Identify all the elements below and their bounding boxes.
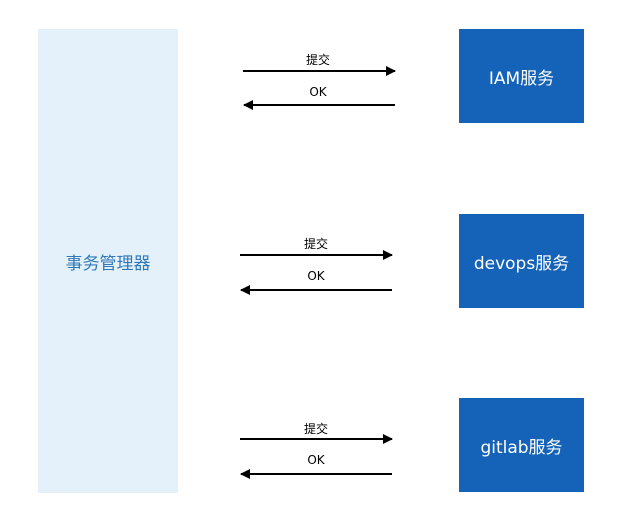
transaction-manager-label: 事务管理器 [65,253,151,274]
ok-label-devops: OK [307,269,325,283]
service-label-devops: devops服务 [473,253,570,274]
ok-label-iam: OK [309,85,327,99]
submit-label-devops: 提交 [304,236,328,251]
ok-label-gitlab: OK [307,453,325,467]
service-label-gitlab: gitlab服务 [480,437,563,458]
transaction-manager-box: 事务管理器 [38,29,178,493]
service-label-iam: IAM服务 [488,68,555,89]
service-box-devops: devops服务 [459,214,584,308]
service-box-iam: IAM服务 [459,29,584,123]
service-box-gitlab: gitlab服务 [459,398,584,492]
submit-label-iam: 提交 [306,52,330,67]
submit-label-gitlab: 提交 [304,421,328,436]
